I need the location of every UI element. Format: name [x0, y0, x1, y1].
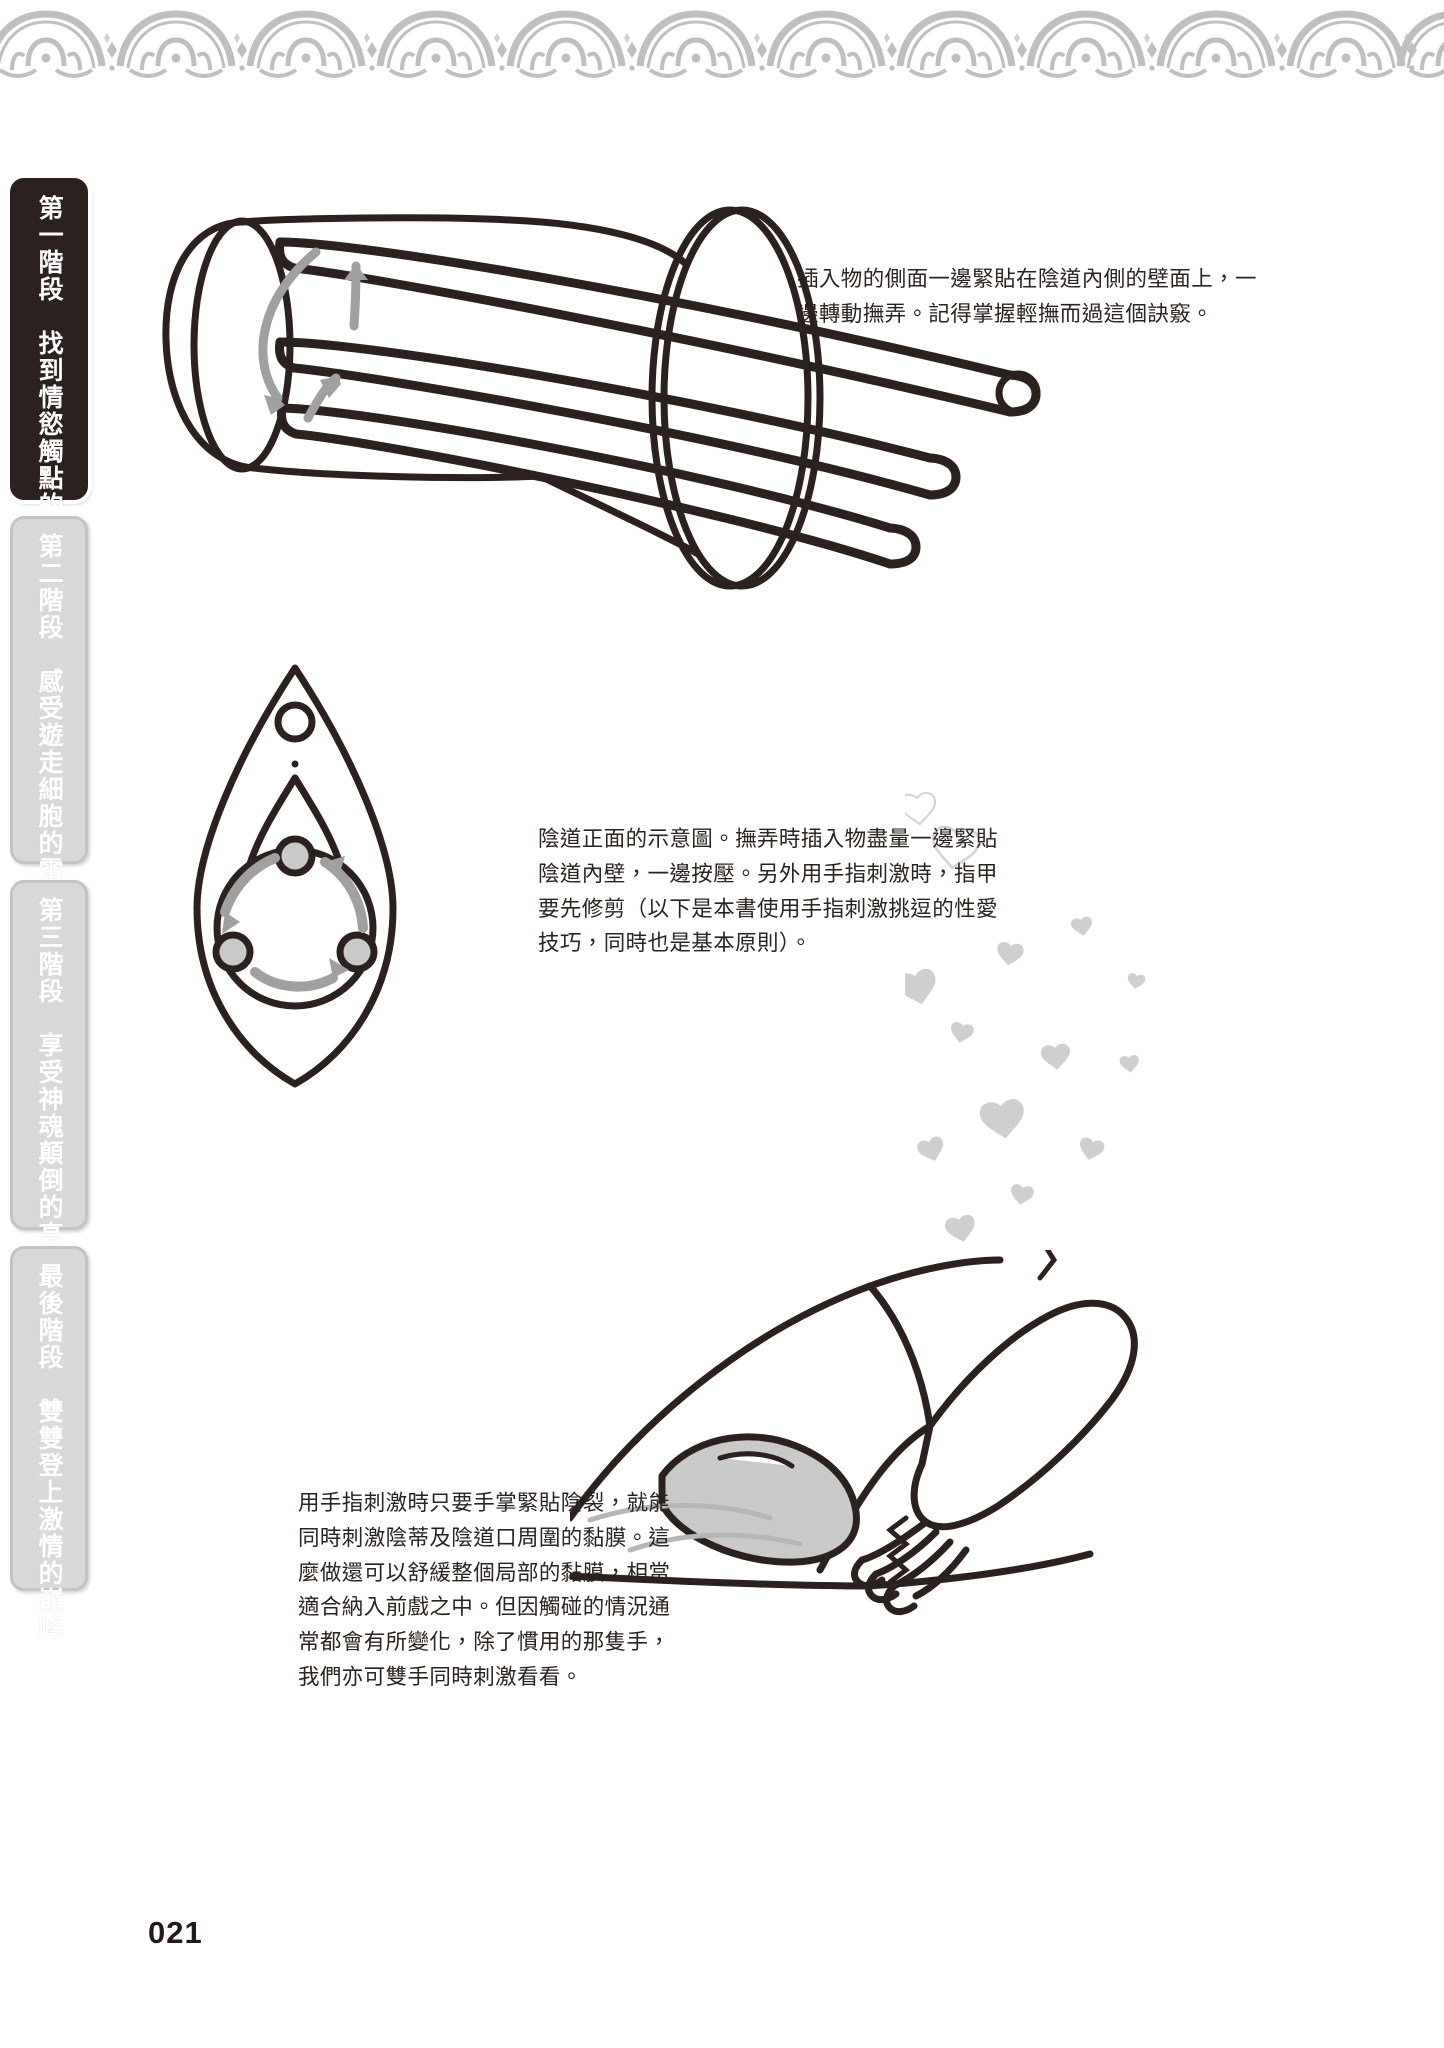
sidebar-item-label: 第二階段 感受遊走細胞的電流	[35, 533, 64, 911]
vaginal-canal-tube-illustration	[162, 206, 1041, 590]
sidebar-item-label: 最後階段 雙雙登上激情的巔峰	[35, 1263, 64, 1641]
sidebar-item-stage-4[interactable]: 最後階段 雙雙登上激情的巔峰	[10, 1246, 88, 1641]
vulva-front-view-illustration	[193, 664, 397, 1088]
decorative-ornament-band	[0, 0, 1444, 100]
caption-tube: 插入物的側面一邊緊貼在陰道內側的壁面上，一邊轉動撫弄。記得掌握輕撫而過這個訣竅。	[797, 267, 1257, 326]
sidebar-item-label: 第三階段 享受神魂顛倒的高潮	[35, 897, 64, 1275]
sidebar-item-stage-1[interactable]: 第一階段 找到情慾觸點的開關	[10, 178, 88, 573]
hand-on-vulva-illustration	[570, 1250, 1138, 1616]
caption-vulva: 陰道正面的示意圖。撫弄時插入物盡量一邊緊貼陰道內壁，一邊按壓。另外用手指刺激時，…	[538, 827, 998, 956]
page-number: 021	[148, 1915, 203, 1950]
sidebar-item-stage-3[interactable]: 第三階段 享受神魂顛倒的高潮	[10, 880, 88, 1275]
stage-tab-list: 第一階段 找到情慾觸點的開關 第二階段 感受遊走細胞的電流 第三階段 享受神魂顛…	[10, 178, 98, 1641]
sidebar-item-stage-2[interactable]: 第二階段 感受遊走細胞的電流	[10, 516, 88, 911]
caption-hand: 用手指刺激時只要手掌緊貼陰裂，就能同時刺激陰蒂及陰道口周圍的黏膜。這麼做還可以舒…	[298, 1491, 671, 1690]
